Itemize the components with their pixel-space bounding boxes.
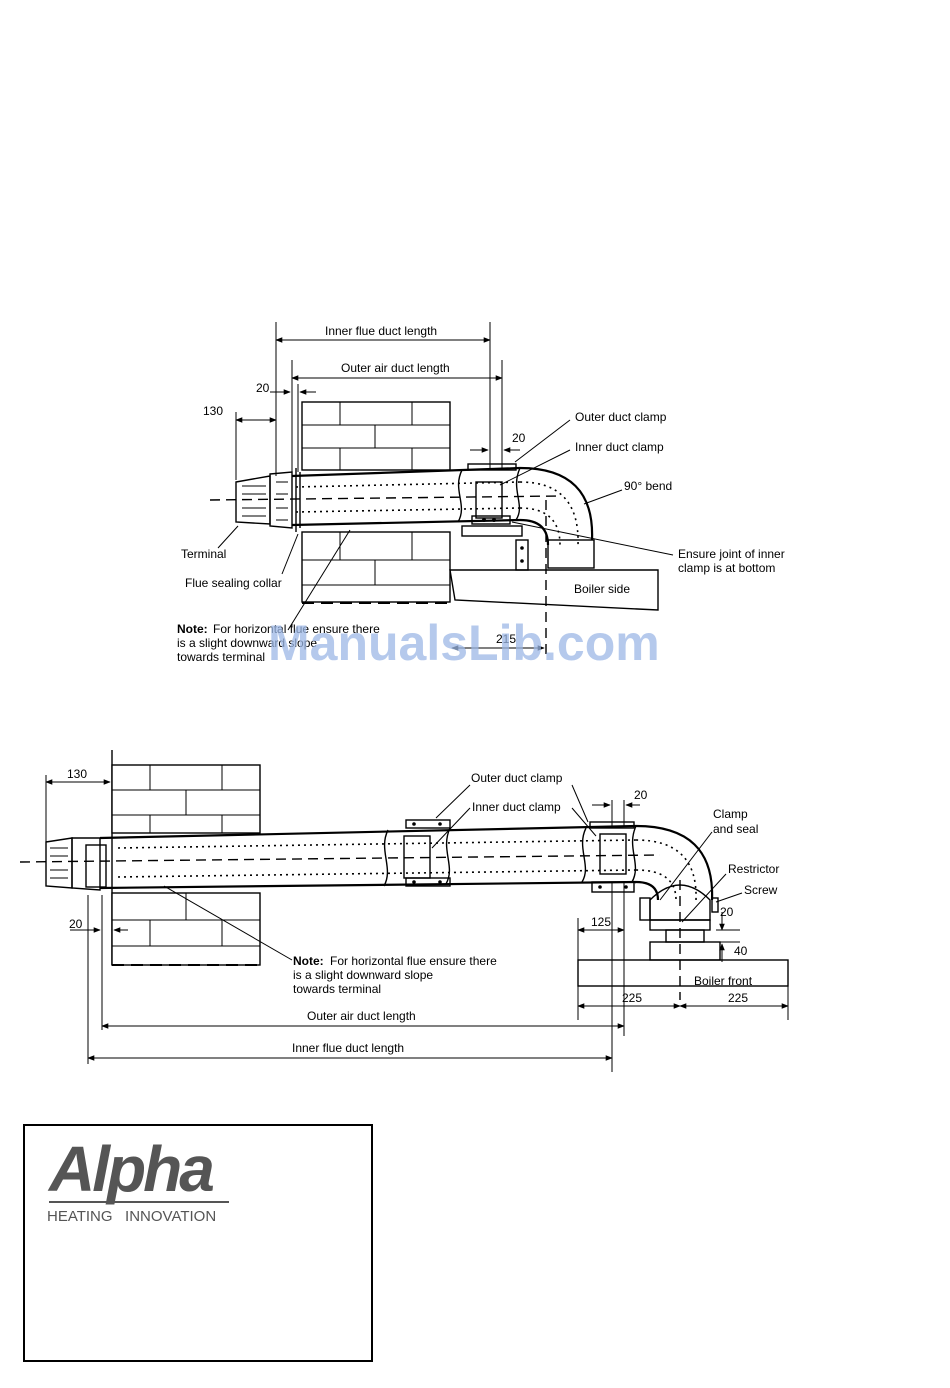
alpha-logo-rule [49, 1201, 229, 1203]
top-dim-20-right: 20 [512, 431, 526, 445]
top-duct [209, 463, 659, 660]
top-note-bold: Note: [177, 622, 208, 636]
bottom-dim-20-left: 20 [69, 917, 83, 931]
top-dim-20-left: 20 [256, 381, 270, 395]
bottom-flue-diagram: 130 Outer duct clamp Inner duct clamp 20… [19, 750, 789, 1072]
top-ensure-joint-line1: Ensure joint of inner [678, 547, 785, 561]
bottom-note-line1: For horizontal flue ensure there [330, 954, 497, 968]
alpha-logo-wordmark: Alpha [49, 1133, 215, 1205]
top-ensure-joint-line2: clamp is at bottom [678, 561, 775, 575]
bottom-note-line2: is a slight downward slope [293, 968, 433, 982]
bottom-screw-label: Screw [744, 883, 778, 897]
bottom-dimensions [45, 775, 789, 1072]
bottom-inner-duct-clamp-label: Inner duct clamp [472, 800, 561, 814]
top-note-line3: towards terminal [177, 650, 265, 664]
bottom-dim-125: 125 [591, 915, 611, 929]
bottom-note-line3: towards terminal [293, 982, 381, 996]
top-outer-air-duct-length-label: Outer air duct length [341, 361, 450, 375]
bottom-boiler-front-label: Boiler front [694, 974, 753, 988]
top-note-line1: For horizontal flue ensure there [213, 622, 380, 636]
top-dim-215: 215 [496, 632, 516, 646]
bottom-wall [111, 750, 261, 966]
top-wall-lower [301, 531, 451, 604]
bottom-clamp-seal-line2: and seal [713, 822, 758, 836]
bottom-outer-air-duct-length-label: Outer air duct length [307, 1009, 416, 1023]
bottom-dim-225-right: 225 [728, 991, 748, 1005]
bottom-inner-flue-duct-length-label: Inner flue duct length [292, 1041, 404, 1055]
bottom-restrictor-label: Restrictor [728, 862, 779, 876]
top-terminal [235, 471, 293, 529]
alpha-logo-panel: Alpha HEATING INNOVATION [23, 1124, 373, 1362]
alpha-logo-tagline: HEATING INNOVATION [47, 1208, 217, 1225]
bottom-dim-130: 130 [67, 767, 87, 781]
top-dim-130: 130 [203, 404, 223, 418]
manualslib-watermark: ManualsLib.com [268, 615, 660, 671]
top-outer-duct-clamp-label: Outer duct clamp [575, 410, 667, 424]
bottom-clamp-seal-line1: Clamp [713, 807, 748, 821]
top-boiler-side-label: Boiler side [574, 582, 630, 596]
top-inner-flue-duct-length-label: Inner flue duct length [325, 324, 437, 338]
top-wall-upper [301, 401, 451, 471]
bottom-dim-40: 40 [734, 944, 748, 958]
top-inner-duct-clamp-label: Inner duct clamp [575, 440, 664, 454]
top-note-line2: is a slight downward slope [177, 636, 317, 650]
top-90-bend-label: 90° bend [624, 479, 672, 493]
top-dimensions [217, 322, 674, 651]
bottom-duct [19, 819, 789, 1020]
bottom-dim-20-right: 20 [720, 905, 734, 919]
top-flue-diagram: Inner flue duct length Outer air duct le… [177, 322, 785, 664]
bottom-dim-20-top: 20 [634, 788, 648, 802]
top-flue-sealing-collar-label: Flue sealing collar [185, 576, 282, 590]
bottom-note-bold: Note: [293, 954, 324, 968]
bottom-outer-duct-clamp-label: Outer duct clamp [471, 771, 563, 785]
top-terminal-label: Terminal [181, 547, 226, 561]
bottom-dim-225-left: 225 [622, 991, 642, 1005]
